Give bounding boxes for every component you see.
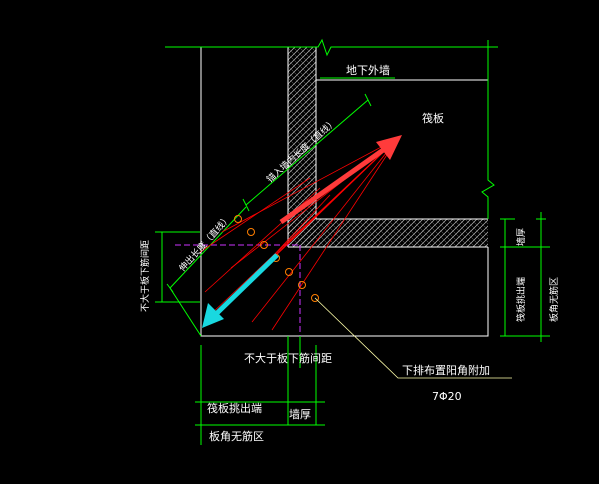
rebar-1 [221,137,399,233]
centerlines [175,244,301,336]
wall-thickness-right-label: 墙厚 [515,228,527,246]
top-break-line [165,38,498,57]
spacing-bottom-label: 不大于板下筋间距 [244,351,332,365]
basement-wall-label: 地下外墙 [346,63,390,77]
extend-length-label: 伸出长度（直线） [176,212,233,274]
dimension-lines [155,38,550,445]
raft-label: 筏板 [422,111,444,125]
corner-no-rebar-right-label: 板角无筋区 [548,277,560,322]
horizontal-wall-hatch [288,219,488,247]
slab-outline [200,46,489,337]
raft-overhang-right-label: 筏板挑出端 [515,277,527,322]
rebar-7 [271,137,399,331]
raft-overhang-left-label: 筏板挑出端 [207,401,262,415]
bottom-note-label: 下排布置阳角附加 [402,363,490,377]
spacing-left-label: 不大于板下筋间距 [139,240,151,312]
rebar-6 [251,137,399,323]
right-break-line [481,40,495,219]
note-leader [314,297,512,379]
arrow-up-right [279,135,402,225]
rebar-5 [209,137,399,316]
arrow-down-left [202,253,279,328]
wall-thickness-bottom-label: 墙厚 [289,407,311,421]
rebar-spec-label: 7Φ20 [432,390,462,403]
corner-no-rebar-left-label: 板角无筋区 [209,429,264,443]
